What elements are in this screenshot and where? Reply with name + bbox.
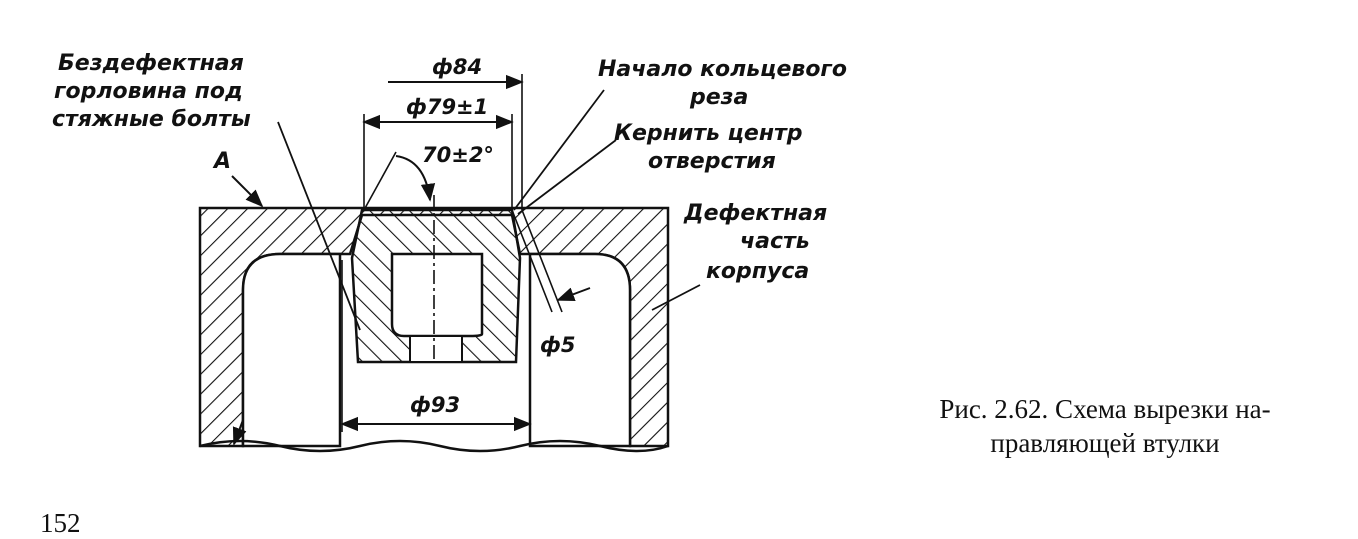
dim-d5-arrow [556,287,591,302]
section-a-arrow [231,175,264,208]
label-defective-part-1: Дефектная [683,201,827,226]
figure-caption: Рис. 2.62. Схема вырезки на- правляющей … [880,392,1330,460]
leader-ring-cut [513,89,605,211]
leader-center-punch [517,139,617,215]
angle-arc [395,155,436,202]
dim-d5-line-b [521,209,563,313]
angle-leg [363,151,397,211]
page-number: 152 [40,508,81,538]
caption-line-1: Рис. 2.62. Схема вырезки на- [939,394,1271,424]
dim-d5-text: ф5 [540,333,575,357]
housing-cavity [241,252,632,448]
caption-line-2: правляющей втулки [990,428,1220,458]
label-center-punch-1: Кернить центр [614,121,803,146]
label-defective-part-3: корпуса [706,259,809,284]
bushing-bore [390,252,484,338]
bushing-hole [409,335,463,363]
label-defectless-neck-1: Бездефектная [58,51,244,76]
dim-angle-text: 70±2° [422,143,494,167]
dim-d84-text: ф84 [432,55,482,79]
break-line [199,439,669,453]
label-center-punch-2: отверстия [648,149,776,174]
label-defectless-neck-3: стяжные болты [52,107,251,132]
dim-d79-text: ф79±1 [406,95,488,119]
dim-d5-line-a [511,209,553,313]
label-defective-part-2: часть [740,229,810,254]
label-section-a: A [212,149,231,174]
leader-defectless-neck [277,121,361,331]
label-ring-cut-1: Начало кольцевого [598,57,847,82]
label-ring-cut-2: реза [689,85,748,110]
dim-d93-text: ф93 [410,393,460,417]
leader-defective-part [651,284,701,311]
section-a-arrow-bottom [232,419,247,446]
label-defectless-neck-2: горловина под [54,79,243,104]
